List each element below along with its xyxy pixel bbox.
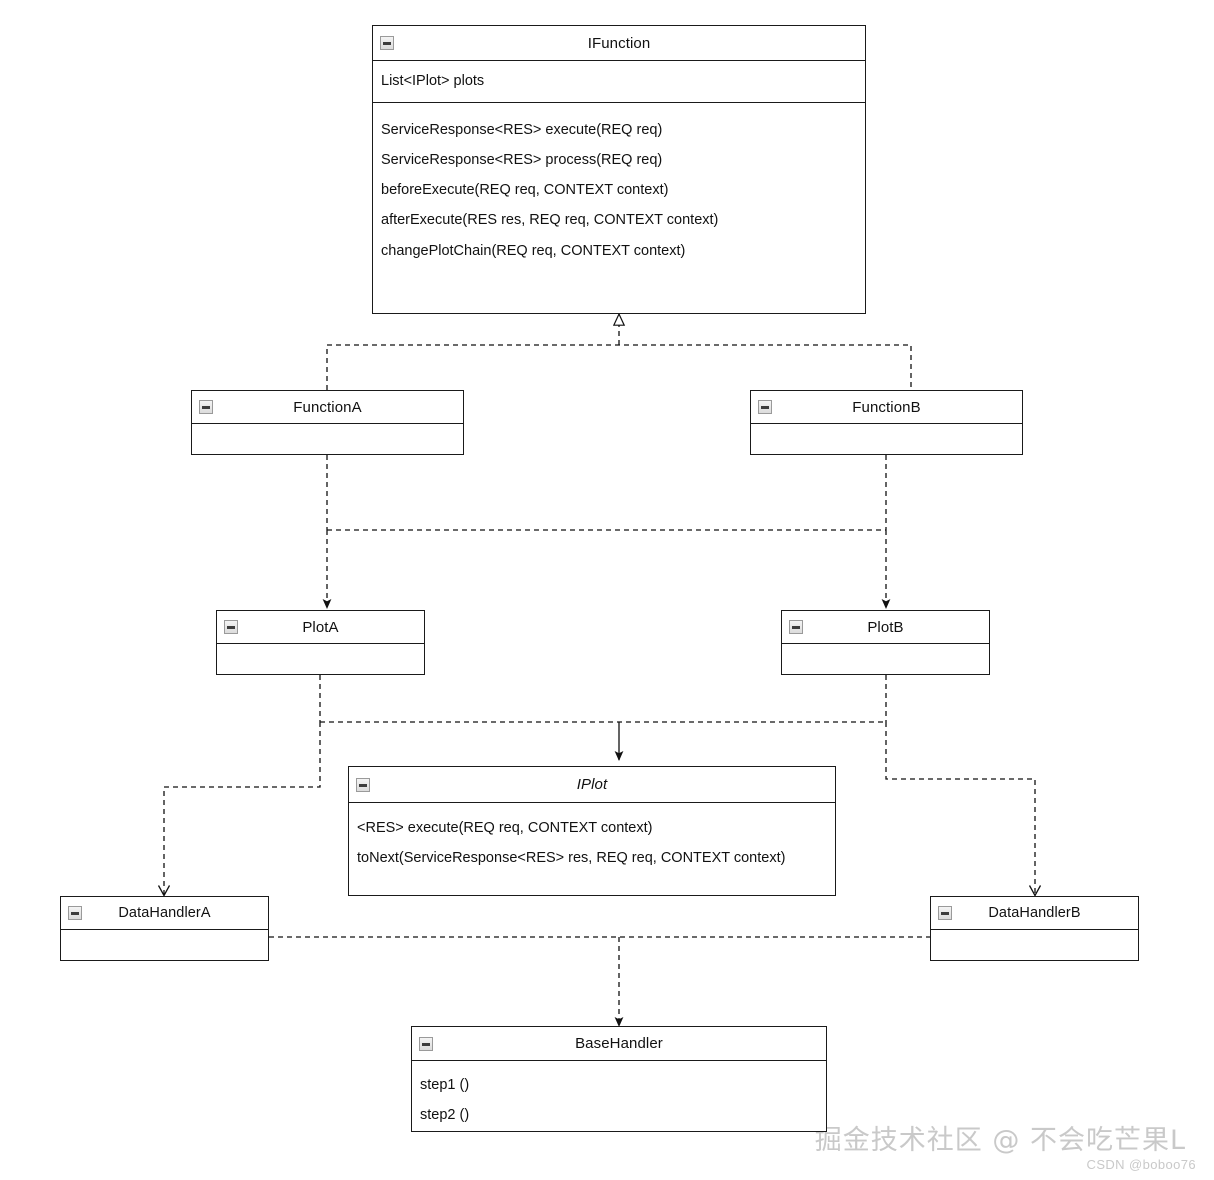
class-title-iplot: IPlot	[576, 776, 608, 793]
class-title-basehandler: BaseHandler	[575, 1035, 663, 1052]
method-item: ServiceResponse<RES> execute(REQ req)	[381, 122, 663, 138]
collapse-minus-icon[interactable]	[419, 1036, 433, 1051]
method-item: toNext(ServiceResponse<RES> res, REQ req…	[357, 850, 786, 867]
collapse-minus-icon[interactable]	[938, 906, 952, 920]
dependency-plota-datahandlera	[164, 722, 321, 895]
realization-to-ifunction	[326, 314, 912, 390]
class-title-plotb: PlotB	[867, 618, 904, 636]
class-title-datahandlera: DataHandlerA	[118, 904, 211, 921]
body-compartment-datahandlera	[61, 930, 268, 961]
body-compartment-datahandlerb	[931, 930, 1138, 961]
class-box-datahandlerb[interactable]: DataHandlerB	[930, 896, 1139, 961]
watermark-csdn: CSDN @boboo76	[1086, 1157, 1196, 1172]
watermark-community: 掘金技术社区 @ 不会吃芒果L	[814, 1125, 1186, 1156]
methods-compartment-ifunction: ServiceResponse<RES> execute(REQ req) Se…	[373, 103, 865, 275]
class-header-ifunction: IFunction	[373, 26, 865, 61]
method-item: afterExecute(RES res, REQ req, CONTEXT c…	[381, 212, 719, 229]
plot-iplot-bus	[319, 675, 887, 723]
collapse-minus-icon[interactable]	[380, 36, 394, 50]
class-title-functionb: FunctionB	[852, 398, 921, 416]
datahandler-basehandler-bus	[269, 936, 930, 1027]
class-header-basehandler: BaseHandler	[412, 1027, 826, 1061]
class-box-datahandlera[interactable]: DataHandlerA	[60, 896, 269, 961]
collapse-minus-icon[interactable]	[758, 400, 772, 414]
method-item: changePlotChain(REQ req, CONTEXT context…	[381, 242, 686, 259]
class-header-plota: PlotA	[217, 611, 424, 644]
method-item: step2 ()	[420, 1107, 470, 1124]
methods-compartment-iplot: <RES> execute(REQ req, CONTEXT context) …	[349, 803, 835, 882]
attribute-item: List<IPlot> plots	[381, 73, 485, 89]
class-box-plota[interactable]: PlotA	[216, 610, 425, 675]
method-item: ServiceResponse<RES> process(REQ req)	[381, 152, 663, 169]
class-box-plotb[interactable]: PlotB	[781, 610, 990, 675]
collapse-minus-icon[interactable]	[199, 400, 213, 414]
attributes-compartment-ifunction: List<IPlot> plots	[373, 61, 865, 103]
body-compartment-functiona	[192, 424, 463, 455]
class-box-basehandler[interactable]: BaseHandler step1 () step2 ()	[411, 1026, 827, 1132]
class-box-functiona[interactable]: FunctionA	[191, 390, 464, 455]
class-header-functiona: FunctionA	[192, 391, 463, 424]
methods-compartment-basehandler: step1 () step2 ()	[412, 1061, 826, 1139]
class-box-functionb[interactable]: FunctionB	[750, 390, 1023, 455]
class-header-datahandlerb: DataHandlerB	[931, 897, 1138, 930]
class-title-functiona: FunctionA	[293, 398, 362, 416]
body-compartment-functionb	[751, 424, 1022, 455]
class-title-ifunction: IFunction	[587, 34, 651, 52]
class-header-functionb: FunctionB	[751, 391, 1022, 424]
method-item: beforeExecute(REQ req, CONTEXT context)	[381, 182, 669, 199]
method-item: step1 ()	[420, 1077, 470, 1093]
body-compartment-plota	[217, 644, 424, 675]
collapse-minus-icon[interactable]	[356, 777, 370, 792]
class-title-plota: PlotA	[302, 618, 339, 636]
class-box-iplot[interactable]: IPlot <RES> execute(REQ req, CONTEXT con…	[348, 766, 836, 896]
collapse-minus-icon[interactable]	[68, 906, 82, 920]
method-item: <RES> execute(REQ req, CONTEXT context)	[357, 820, 653, 836]
class-header-iplot: IPlot	[349, 767, 835, 803]
collapse-minus-icon[interactable]	[789, 620, 803, 634]
body-compartment-plotb	[782, 644, 989, 675]
dependency-plotb-datahandlerb	[885, 722, 1035, 895]
class-title-datahandlerb: DataHandlerB	[988, 904, 1081, 921]
class-header-datahandlera: DataHandlerA	[61, 897, 268, 930]
class-box-ifunction[interactable]: IFunction List<IPlot> plots ServiceRespo…	[372, 25, 866, 314]
class-header-plotb: PlotB	[782, 611, 989, 644]
collapse-minus-icon[interactable]	[224, 620, 238, 634]
